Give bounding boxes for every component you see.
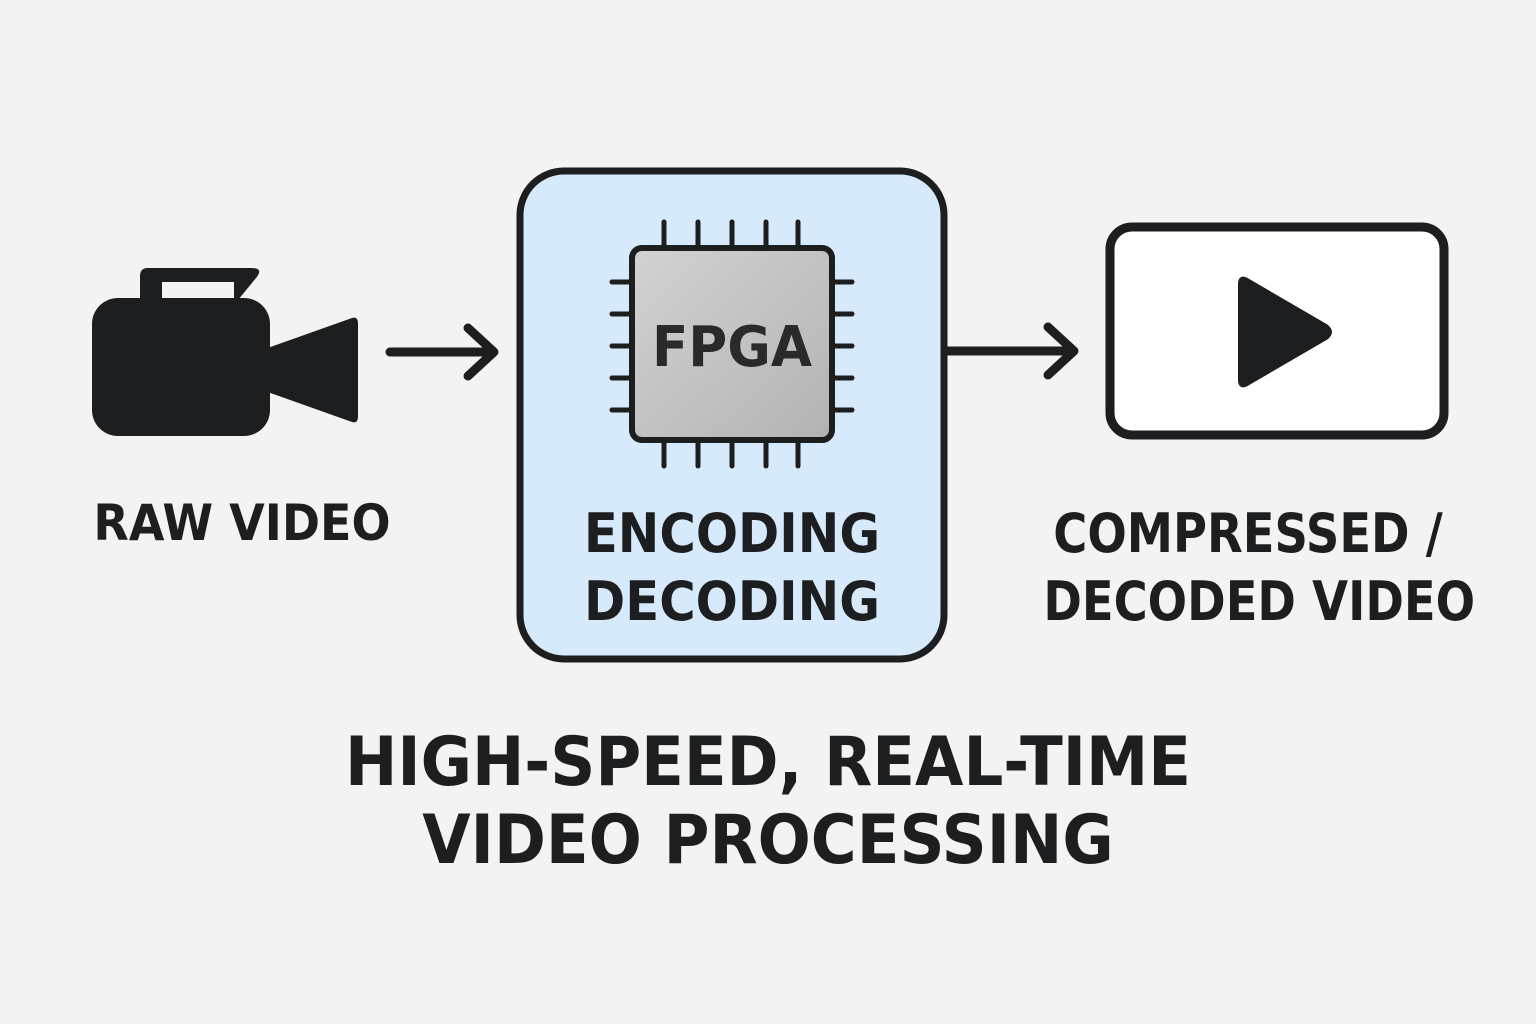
diagram-caption: HIGH-SPEED, REAL-TIME VIDEO PROCESSING (308, 724, 1228, 880)
output-label: COMPRESSED / DECODED VIDEO (1043, 500, 1476, 636)
caption-line2: VIDEO PROCESSING (422, 801, 1114, 880)
raw-video-label: RAW VIDEO (93, 494, 391, 552)
output-label-line2: DECODED VIDEO (1043, 570, 1476, 633)
arrow-raw-to-fpga (385, 323, 499, 381)
video-camera-icon (92, 268, 358, 436)
caption-line1: HIGH-SPEED, REAL-TIME (344, 723, 1192, 802)
output-label-line1: COMPRESSED / (1053, 502, 1443, 565)
chip-label: FPGA (652, 315, 813, 380)
play-screen-icon (1105, 222, 1449, 440)
processor-label-line1: ENCODING (583, 502, 881, 565)
processor-label: ENCODING DECODING (535, 500, 929, 636)
processor-label-line2: DECODING (584, 570, 880, 633)
arrow-fpga-to-output (943, 322, 1079, 380)
chip-icon: FPGA (609, 219, 855, 469)
